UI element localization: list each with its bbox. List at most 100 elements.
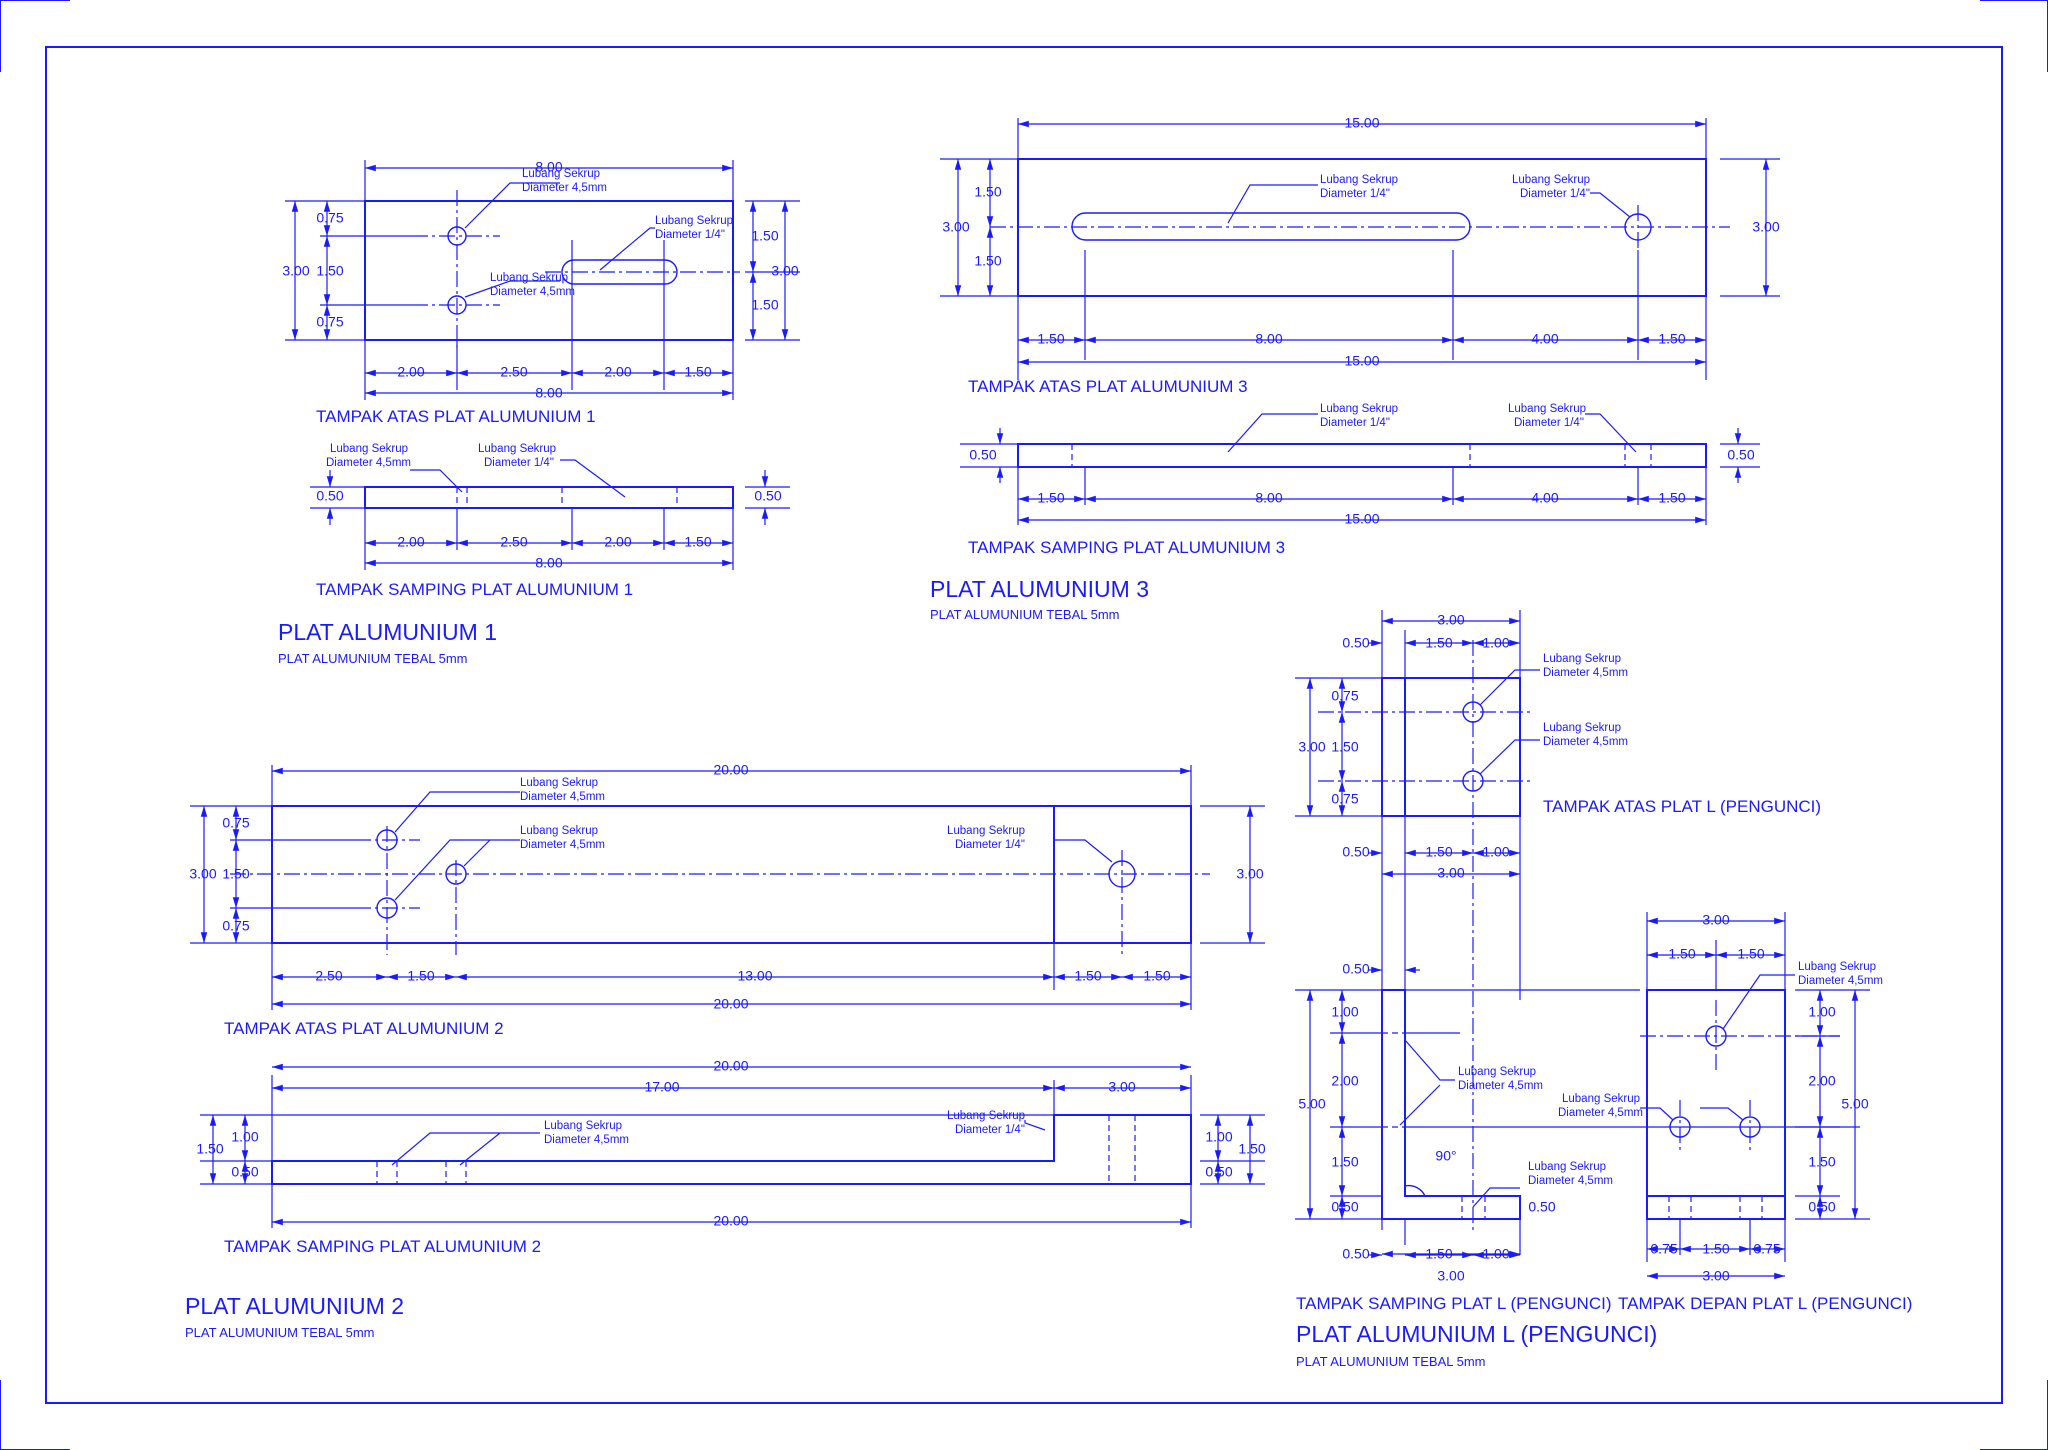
- note-text: Lubang Sekrup: [1562, 1093, 1640, 1105]
- plate1-side-view: Lubang Sekrup Diameter 4,5mm Lubang Sekr…: [278, 443, 790, 666]
- plate2-side-view: Lubang Sekrup Diameter 4,5mm Lubang Sekr…: [185, 1058, 1266, 1340]
- dim-text: 1.50: [684, 364, 711, 380]
- dim-text: 0.75: [1650, 1241, 1677, 1257]
- note-text: Diameter 1/4": [655, 229, 725, 241]
- dim-text: 1.00: [231, 1129, 258, 1145]
- dim-text: 3.00: [1702, 912, 1729, 928]
- dim-text: 0.75: [1331, 791, 1358, 807]
- dim-text: 8.00: [1255, 331, 1282, 347]
- dim-text: 20.00: [713, 996, 748, 1012]
- plate1-top-outline: [364, 200, 734, 341]
- dim-text: 1.50: [1658, 331, 1685, 347]
- view-label: TAMPAK ATAS PLAT ALUMUNIUM 2: [224, 1019, 504, 1038]
- view-label: TAMPAK DEPAN PLAT L (PENGUNCI): [1618, 1294, 1912, 1313]
- dim-text: 1.50: [751, 297, 778, 313]
- plateL-front-outline: [1646, 989, 1786, 1220]
- dim-text: 3.00: [771, 263, 798, 279]
- view-label: TAMPAK ATAS PLAT L (PENGUNCI): [1543, 797, 1821, 816]
- plate1-subtitle: PLAT ALUMUNIUM TEBAL 5mm: [278, 651, 468, 666]
- dim-text: 2.00: [397, 364, 424, 380]
- dim-text: 8.00: [1255, 490, 1282, 506]
- note-text: Lubang Sekrup: [1543, 722, 1621, 734]
- note-text: Lubang Sekrup: [947, 1110, 1025, 1122]
- dim-text: 2.00: [1331, 1073, 1358, 1089]
- dim-text: 1.50: [1668, 946, 1695, 962]
- dim-text: 2.50: [315, 968, 342, 984]
- dim-text: 1.00: [1482, 635, 1509, 651]
- dim-text: 0.50: [316, 488, 343, 504]
- dim-text: 0.75: [316, 314, 343, 330]
- note-text: Lubang Sekrup: [544, 1120, 622, 1132]
- dim-text: 1.50: [1425, 1246, 1452, 1262]
- view-label: TAMPAK ATAS PLAT ALUMUNIUM 1: [316, 407, 596, 426]
- note-text: Diameter 4,5mm: [1543, 736, 1628, 748]
- note-text: Diameter 1/4": [1320, 188, 1390, 200]
- dim-text: 0.75: [222, 918, 249, 934]
- dim-text: 1.50: [316, 263, 343, 279]
- view-label: TAMPAK SAMPING PLAT ALUMUNIUM 2: [224, 1237, 541, 1256]
- dim-text: 1.50: [1702, 1241, 1729, 1257]
- note-text: Lubang Sekrup: [655, 215, 733, 227]
- dim-text: 3.00: [1702, 1268, 1729, 1284]
- plateL-title: PLAT ALUMUNIUM L (PENGUNCI): [1296, 1321, 1657, 1347]
- note-text: Lubang Sekrup: [947, 825, 1025, 837]
- dim-text: 0.50: [1331, 1199, 1358, 1215]
- dim-text: 0.50: [1727, 447, 1754, 463]
- plateL-top-view: 3.00 0.50 1.50 1.00 3.00 0.75 1.50 0.75 …: [1295, 610, 1821, 1230]
- view-label: TAMPAK SAMPING PLAT ALUMUNIUM 3: [968, 538, 1285, 557]
- plateL-titles: PLAT ALUMUNIUM L (PENGUNCI) PLAT ALUMUNI…: [1296, 1321, 1657, 1369]
- dim-text: 1.00: [1482, 844, 1509, 860]
- note-text: Lubang Sekrup: [1543, 653, 1621, 665]
- note-text: Diameter 1/4": [955, 839, 1025, 851]
- dim-text: 1.50: [1238, 1141, 1265, 1157]
- plate1-top-texts: 8.00 8.00 3.00 3.00 0.75 1.50 0.75 1.50 …: [282, 159, 798, 426]
- dim-text: 1.50: [1425, 635, 1452, 651]
- dim-text: 15.00: [1344, 115, 1379, 131]
- dim-text: 1.50: [196, 1141, 223, 1157]
- note-text: Lubang Sekrup: [1458, 1066, 1536, 1078]
- plate3-title: PLAT ALUMUNIUM 3: [930, 576, 1149, 602]
- plate2-title: PLAT ALUMUNIUM 2: [185, 1293, 404, 1319]
- dim-text: 1.50: [1037, 331, 1064, 347]
- plate3-side-outline: [1017, 443, 1707, 468]
- dim-text: 1.50: [974, 184, 1001, 200]
- dim-text: 0.50: [231, 1164, 258, 1180]
- dim-text: 3.00: [1437, 1268, 1464, 1284]
- note-text: Lubang Sekrup: [520, 777, 598, 789]
- dim-text: 1.00: [1205, 1129, 1232, 1145]
- dim-text: 3.00: [1752, 219, 1779, 235]
- plate3-top-view: 15.00 15.00 3.00 3.00 1.50 1.50 1.50 8.0…: [940, 115, 1780, 396]
- dim-text: 2.00: [397, 534, 424, 550]
- note-text: Diameter 4,5mm: [520, 791, 605, 803]
- note-text: Diameter 4,5mm: [522, 182, 607, 194]
- dim-text: 1.50: [1331, 739, 1358, 755]
- dim-text: 1.50: [1737, 946, 1764, 962]
- plate1-slot-14: [561, 259, 678, 285]
- dim-text: 1.50: [1037, 490, 1064, 506]
- dim-text: 1.50: [1331, 1154, 1358, 1170]
- note-text: Diameter 1/4": [1320, 417, 1390, 429]
- dim-text: 0.75: [222, 815, 249, 831]
- dim-text: 20.00: [713, 762, 748, 778]
- dim-text: 1.50: [1658, 490, 1685, 506]
- dim-text: 0.50: [969, 447, 996, 463]
- plateL-side-outline: [1381, 989, 1521, 1220]
- dim-text: 3.00: [1298, 739, 1325, 755]
- dim-text: 1.50: [407, 968, 434, 984]
- dim-text: 1.50: [1808, 1154, 1835, 1170]
- note-text: Lubang Sekrup: [490, 272, 568, 284]
- note-text: Diameter 1/4": [484, 457, 554, 469]
- dim-text: 5.00: [1298, 1096, 1325, 1112]
- note-text: Diameter 4,5mm: [1528, 1175, 1613, 1187]
- dim-text: 2.00: [604, 534, 631, 550]
- note-text: Diameter 4,5mm: [1458, 1080, 1543, 1092]
- note-text: Lubang Sekrup: [478, 443, 556, 455]
- dim-text: 1.00: [1482, 1246, 1509, 1262]
- note-text: Diameter 4,5mm: [490, 286, 575, 298]
- note-text: Lubang Sekrup: [522, 168, 600, 180]
- note-text: Lubang Sekrup: [1320, 174, 1398, 186]
- note-text: Diameter 4,5mm: [1558, 1107, 1643, 1119]
- plate3-subtitle: PLAT ALUMUNIUM TEBAL 5mm: [930, 607, 1120, 622]
- dim-text: 0.75: [1753, 1241, 1780, 1257]
